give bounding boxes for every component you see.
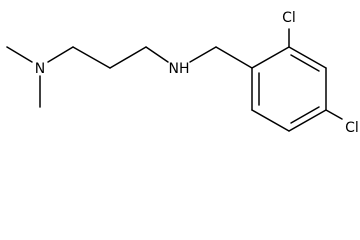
ring-bond-1 (251, 46, 290, 69)
ring-bond-5 (251, 109, 290, 132)
bond-c1-c2 (72, 46, 111, 69)
atom-label-chlorine-bottom: Cl (345, 120, 359, 136)
bond-ring-cl-bottom (325, 109, 343, 120)
atom-label-dimethylamine-n: N (35, 61, 45, 77)
bond-ch2-ring (215, 46, 253, 69)
bond-nh-ch2 (189, 46, 217, 63)
ring-double-bond-top (290, 54, 320, 72)
chemical-structure: N NH Cl Cl (6, 10, 359, 136)
bond-methyl-top (6, 46, 33, 63)
ring-bond-2 (288, 46, 327, 69)
ring-bond-4 (288, 109, 327, 132)
atom-label-chlorine-top: Cl (282, 10, 296, 26)
bond-c2-c3 (109, 46, 147, 69)
atom-label-secondary-amine-nh: NH (169, 61, 190, 77)
bond-c3-nh (145, 46, 169, 63)
bond-n-to-c1 (47, 46, 74, 63)
ring-double-bond-bottom-right (290, 106, 320, 124)
